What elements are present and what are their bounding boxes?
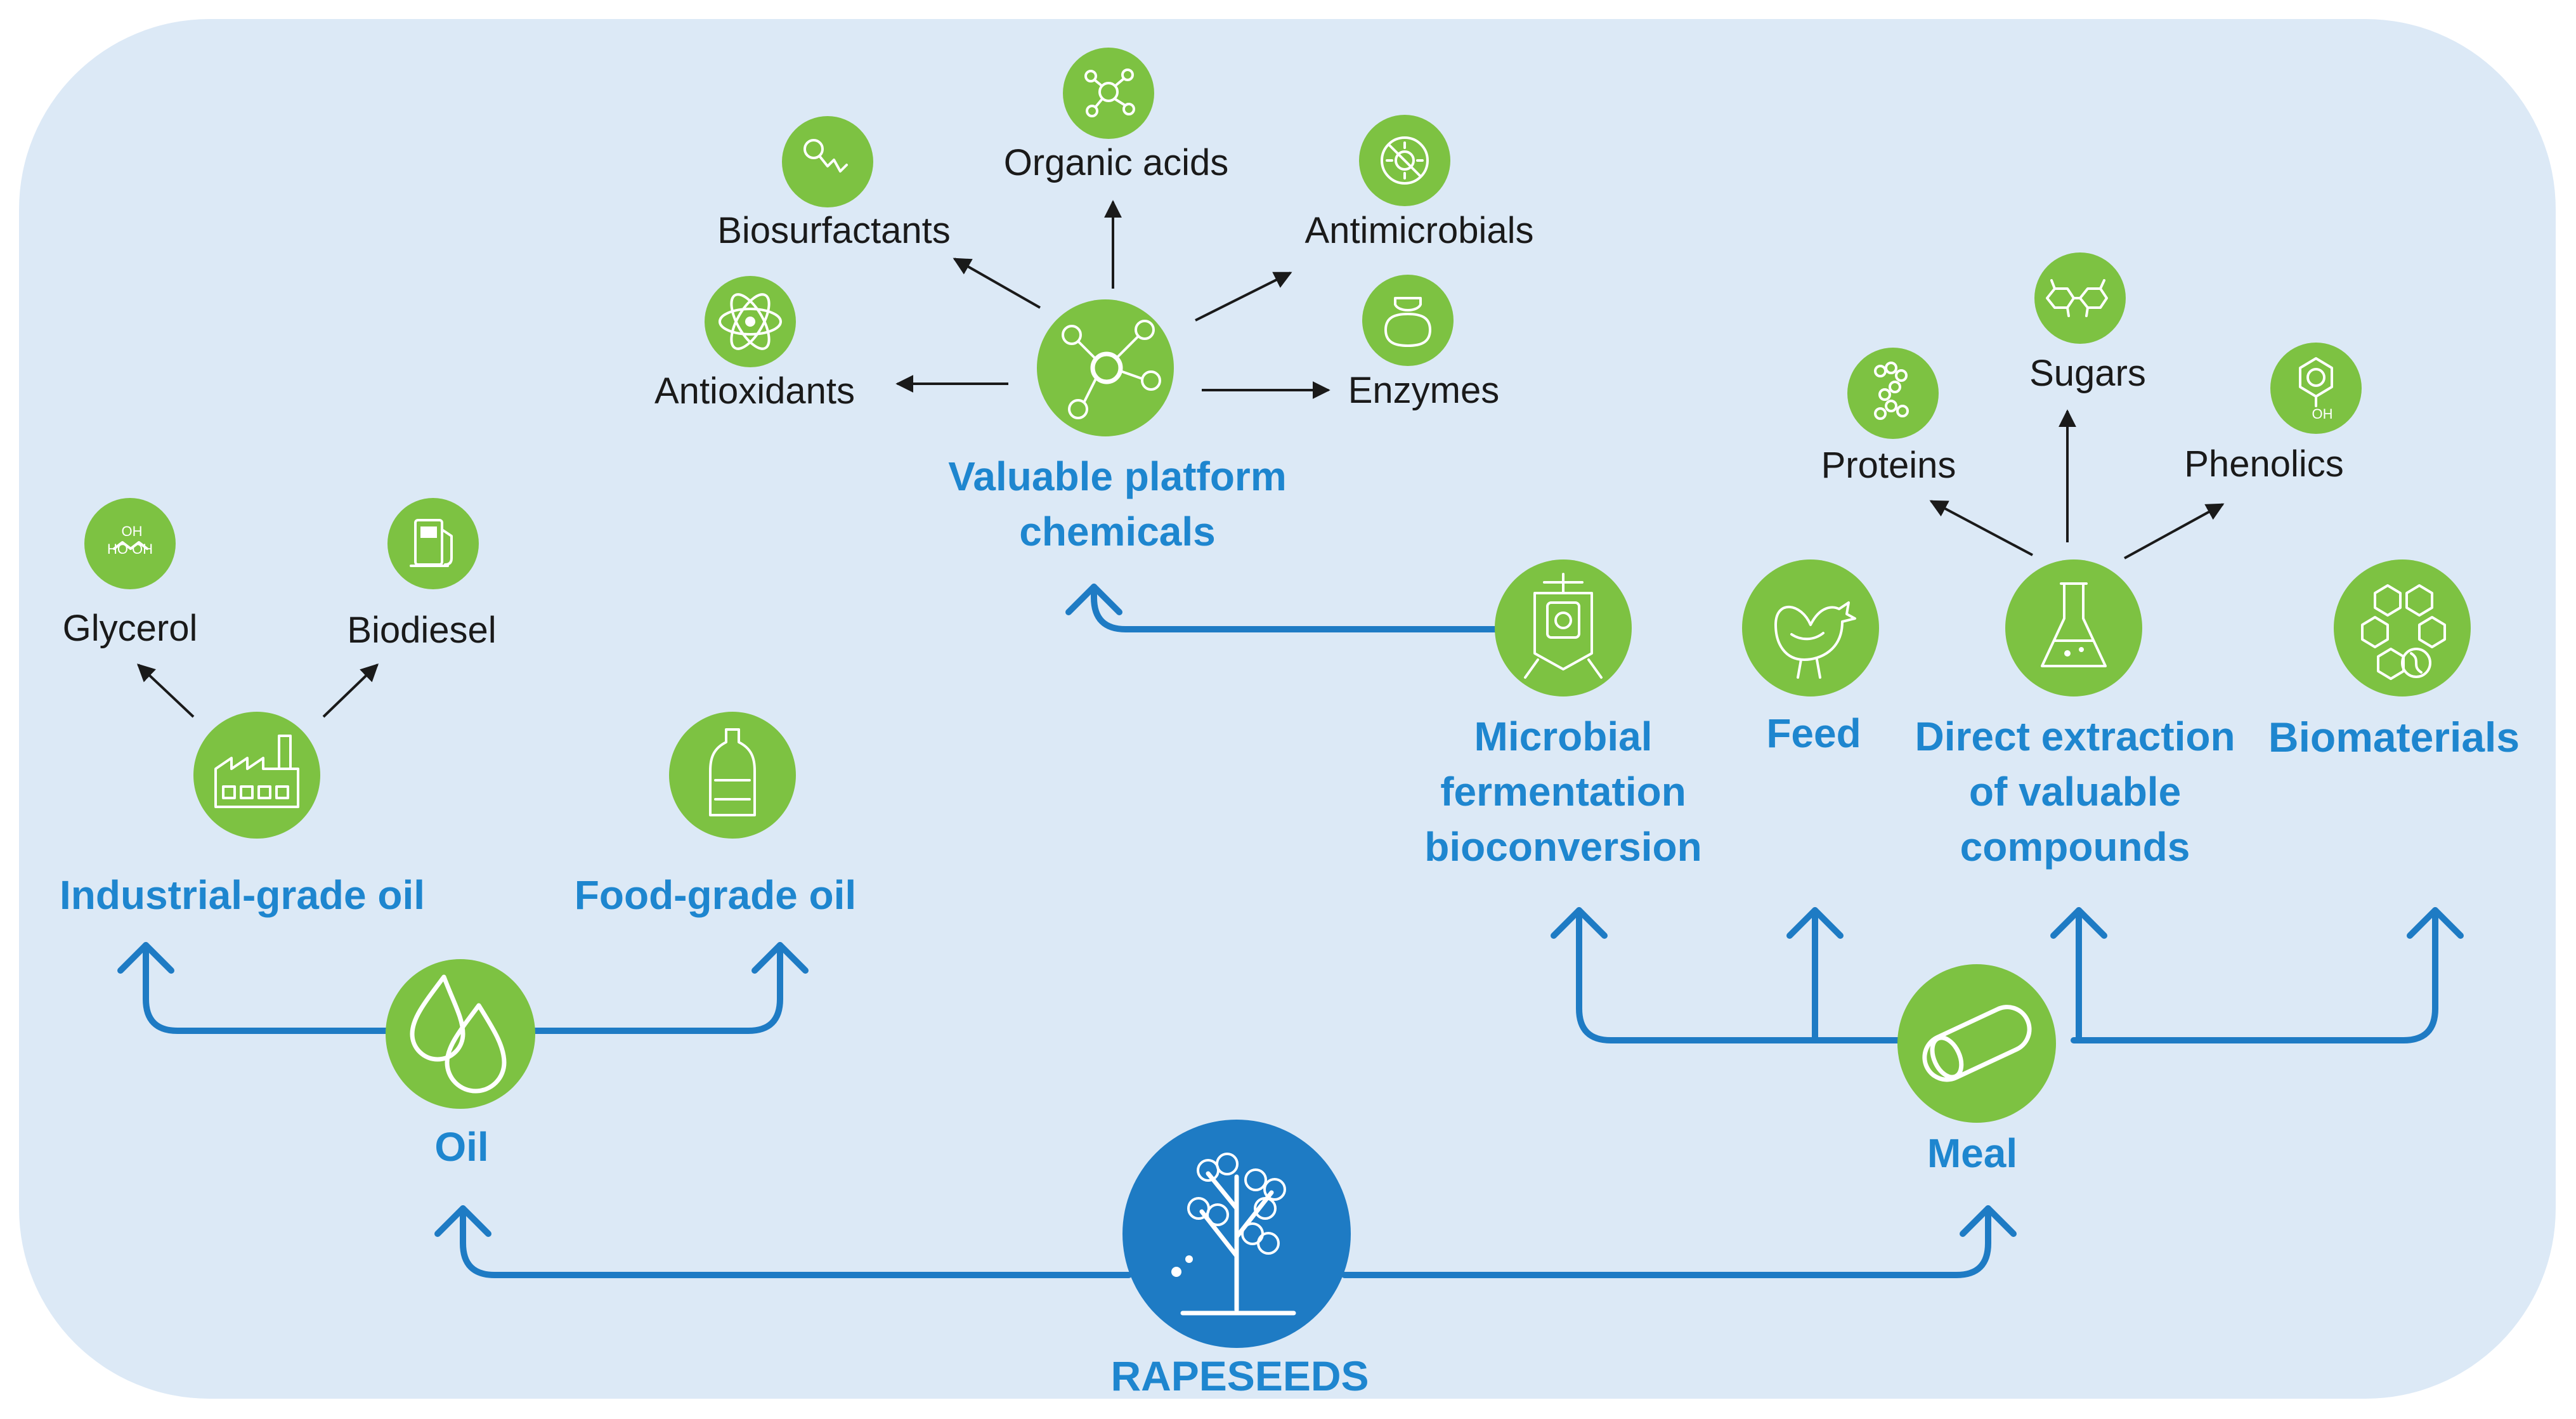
food-oil-node: Food-grade oil — [575, 712, 856, 918]
enzymes-label: Enzymes — [1348, 370, 1500, 411]
sugar-ring-icon — [2046, 279, 2108, 317]
biomaterials-node: Biomaterials — [2268, 559, 2520, 761]
phenolics-label: Phenolics — [2184, 443, 2343, 485]
factory-icon — [214, 735, 299, 808]
svg-text:OH: OH — [2312, 406, 2333, 422]
enzymes-node: Enzymes — [1348, 275, 1500, 411]
microbial-label-line-2: fermentation — [1440, 769, 1686, 814]
meal-node: Meal — [1897, 964, 2056, 1176]
phenol-ring-icon: OH — [2299, 357, 2333, 422]
atom-icon — [719, 293, 782, 350]
platform-label-line-2: chemicals — [1019, 509, 1216, 554]
organic-acids-node: Organic acids — [1004, 48, 1229, 183]
food-oil-label: Food-grade oil — [575, 872, 856, 918]
sugars-node: Sugars — [2029, 252, 2146, 394]
microbial-node: Microbial fermentation bioconversion — [1424, 559, 1702, 870]
industrial-oil-label: Industrial-grade oil — [60, 872, 425, 918]
glycerol-molecule-icon: OH HO OH — [107, 523, 153, 557]
oil-bottle-icon — [709, 728, 756, 816]
rapeseed-plant-icon — [1171, 1153, 1296, 1316]
platform-chemicals-node: Valuable platform chemicals — [948, 299, 1287, 554]
industrial-oil-node: Industrial-grade oil — [60, 712, 425, 918]
glycerol-node: OH HO OH Glycerol — [63, 498, 198, 649]
direct-extraction-node: Direct extraction of valuable compounds — [1915, 559, 2235, 870]
antioxidants-label: Antioxidants — [654, 370, 855, 412]
platform-label-line-1: Valuable platform — [948, 454, 1286, 499]
feed-node: Feed — [1742, 559, 1879, 756]
microbial-label-line-1: Microbial — [1474, 714, 1653, 759]
no-microbe-icon — [1381, 136, 1429, 185]
antimicrobials-node: Antimicrobials — [1305, 115, 1534, 251]
meal-label: Meal — [1927, 1130, 2017, 1176]
molecule-cluster-icon — [1084, 69, 1135, 117]
oil-label: Oil — [434, 1124, 488, 1170]
oil-node: Oil — [386, 959, 535, 1170]
hexagon-network-icon — [2361, 584, 2446, 680]
antimicrobials-label: Antimicrobials — [1305, 210, 1534, 251]
enzyme-icon — [1384, 297, 1431, 347]
rapeseeds-node: RAPESEEDS — [1110, 1120, 1369, 1399]
biodiesel-label: Biodiesel — [347, 610, 496, 651]
biosurfactants-node: Biosurfactants — [717, 116, 951, 251]
chicken-icon — [1774, 601, 1856, 679]
bioreactor-icon — [1524, 573, 1603, 679]
proteins-node: Proteins — [1821, 348, 1956, 486]
sugars-label: Sugars — [2029, 353, 2146, 394]
phenolics-node: OH Phenolics — [2184, 343, 2362, 485]
molecule-network-icon — [1062, 320, 1161, 419]
direct-extraction-label-line-2: of valuable — [1969, 769, 2181, 814]
biodiesel-node: Biodiesel — [347, 498, 497, 651]
biomaterials-label: Biomaterials — [2268, 714, 2520, 761]
flask-icon — [2041, 582, 2107, 667]
direct-extraction-label-line-3: compounds — [1960, 824, 2190, 870]
main-flow-arrows — [117, 584, 2464, 1278]
protein-chain-icon — [1874, 362, 1909, 420]
seed-capsule-icon — [1922, 1005, 2032, 1082]
oil-drops-icon — [410, 974, 507, 1094]
sub-product-arrows — [136, 200, 2225, 718]
glycerol-label: Glycerol — [63, 608, 198, 649]
proteins-label: Proteins — [1821, 445, 1956, 486]
fuel-pump-icon — [410, 519, 453, 567]
svg-text:OH: OH — [122, 523, 143, 539]
rapeseeds-label: RAPESEEDS — [1110, 1352, 1369, 1399]
biosurfactants-label: Biosurfactants — [717, 210, 951, 251]
feed-label: Feed — [1766, 710, 1861, 756]
microbial-label-line-3: bioconversion — [1424, 824, 1701, 870]
surfactant-icon — [803, 139, 848, 173]
direct-extraction-label-line-1: Direct extraction — [1915, 714, 2235, 759]
antioxidants-node: Antioxidants — [654, 276, 855, 412]
organic-acids-label: Organic acids — [1004, 142, 1229, 183]
